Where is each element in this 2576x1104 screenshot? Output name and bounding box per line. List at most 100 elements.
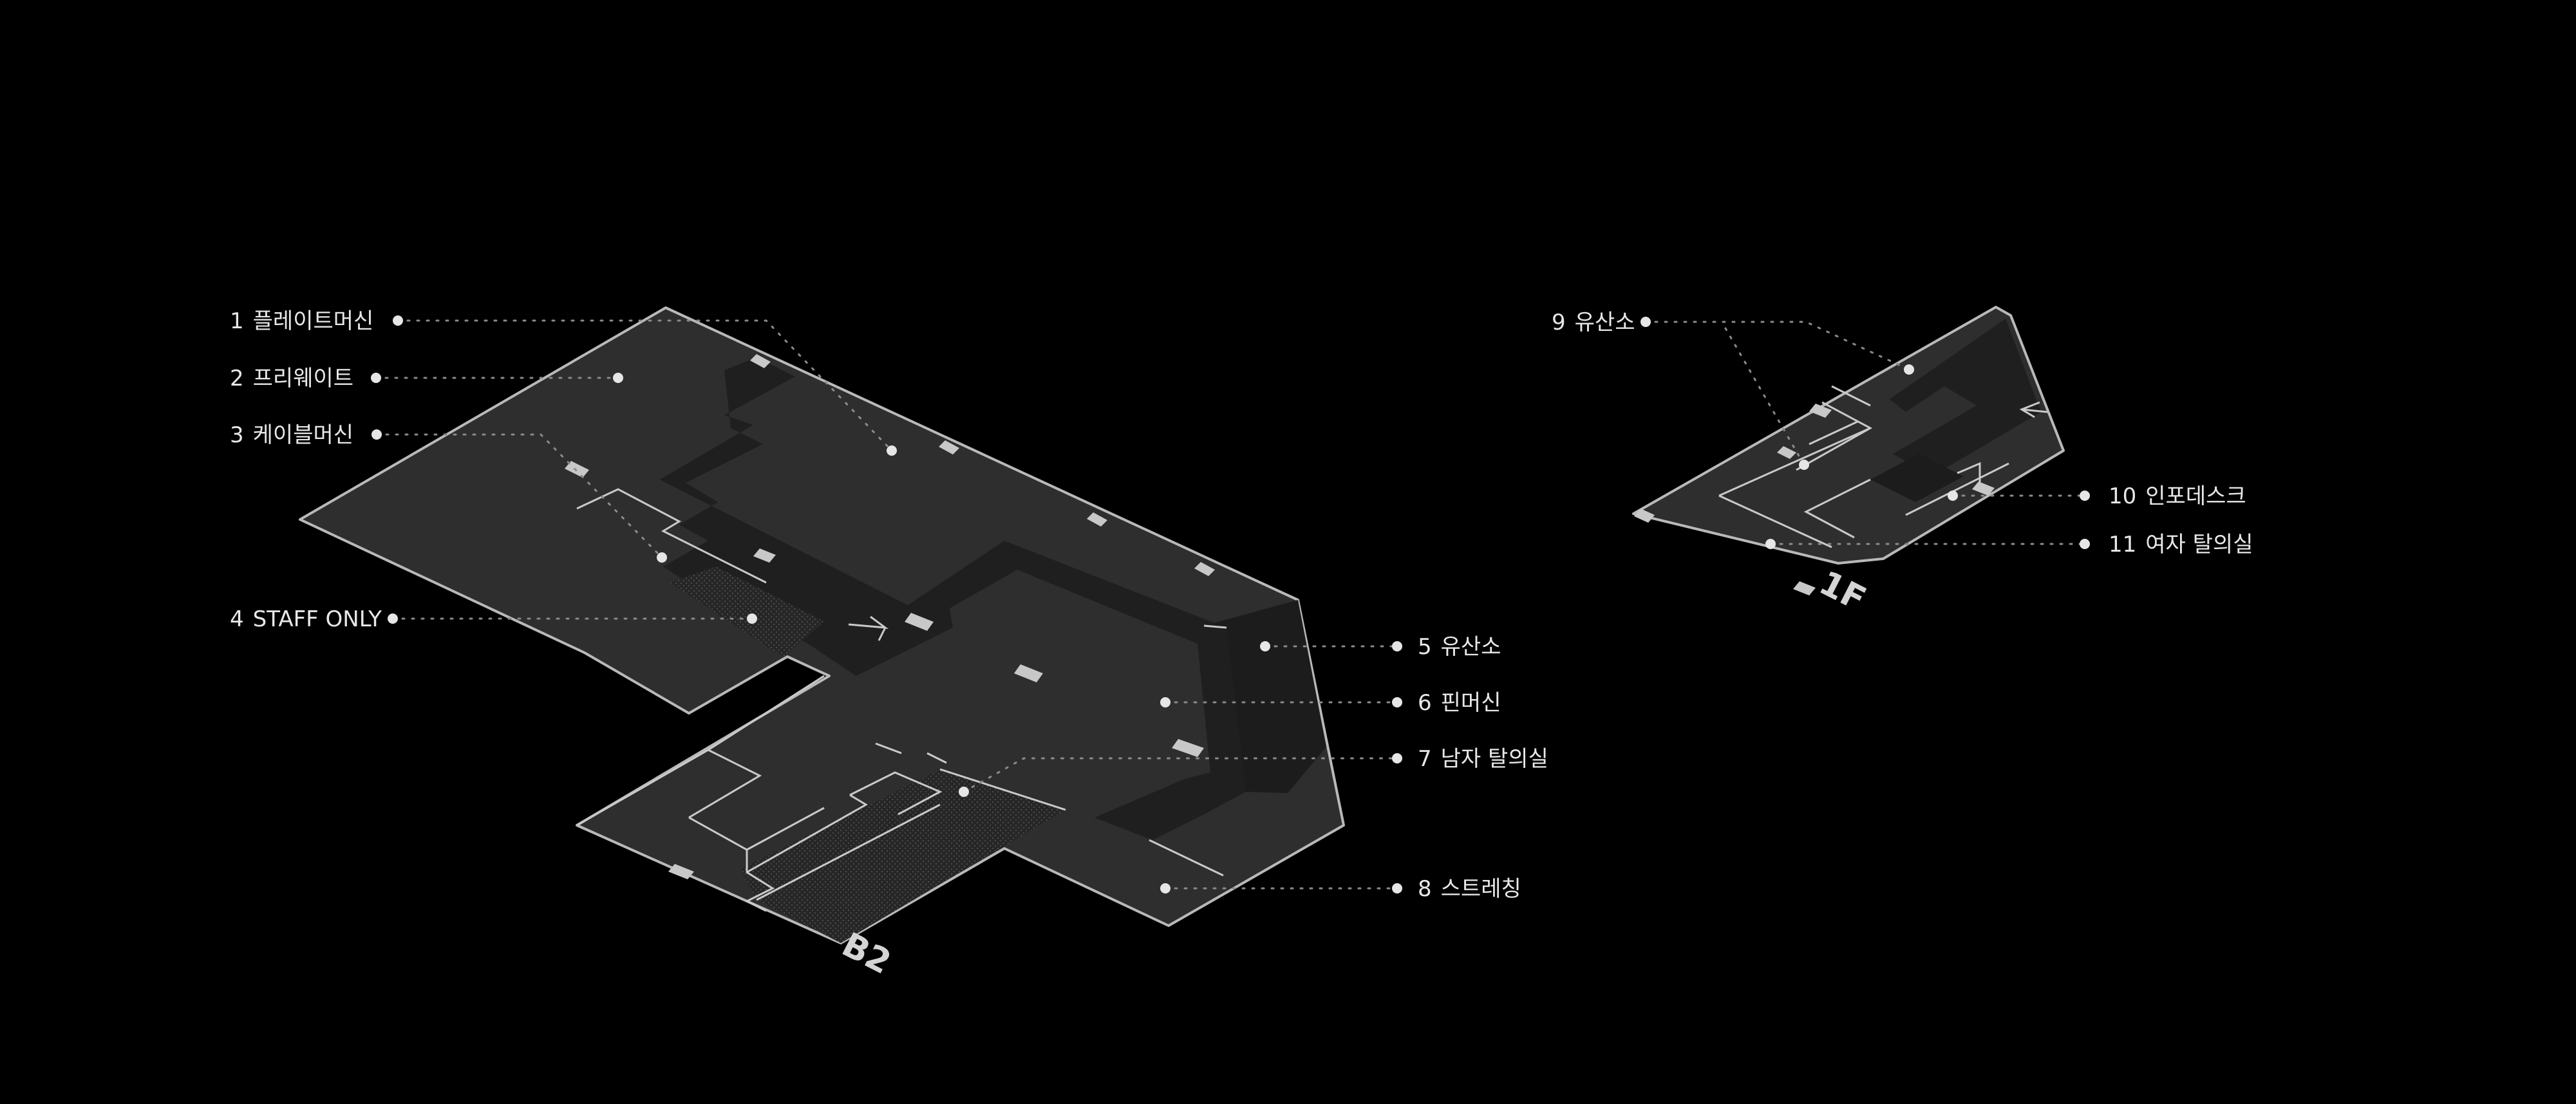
label-dot (388, 613, 398, 624)
point-number: 9 (1552, 310, 1566, 335)
b2-entrance-arrow (878, 627, 887, 641)
leader-line-1 (397, 319, 893, 452)
door (905, 613, 934, 631)
door (1634, 509, 1655, 523)
b2-wall (756, 803, 941, 901)
1f-corridor (1890, 319, 2041, 476)
map-point-2[interactable] (613, 373, 623, 383)
point-name: 스트레칭 (1441, 876, 1521, 902)
1f-info-desk-area (1870, 454, 1964, 502)
label-dot (2080, 539, 2090, 549)
door (565, 461, 589, 478)
door (1194, 562, 1215, 576)
point-name: 여자 탈의실 (2145, 532, 2253, 557)
point-name: 유산소 (1575, 310, 1635, 335)
point-label-9[interactable]: 9 유산소 (1552, 310, 1635, 335)
marker-dots (371, 315, 2090, 893)
map-point-11[interactable] (1765, 539, 1776, 549)
b2-wall (1149, 839, 1224, 877)
b2-wall (576, 488, 767, 584)
map-point-7[interactable] (959, 787, 969, 797)
map-point-8[interactable] (1160, 883, 1170, 893)
point-name: 케이블머신 (253, 422, 353, 448)
door (1972, 482, 1995, 496)
door (753, 548, 776, 563)
point-number: 1 (230, 308, 244, 334)
point-name: 핀머신 (1441, 690, 1501, 716)
leader-lines (375, 319, 2086, 890)
door (1087, 512, 1107, 527)
point-name: 프리웨이트 (253, 366, 353, 391)
label-dot (2080, 491, 2090, 501)
point-name: 인포데스크 (2145, 483, 2246, 509)
b2-wall (1203, 624, 1227, 629)
b2-wall (875, 742, 902, 754)
door (668, 864, 694, 879)
door (1014, 664, 1043, 682)
1f-wall (1718, 427, 1871, 497)
point-label-3[interactable]: 3 케이블머신 (230, 422, 353, 448)
b2-wall (849, 771, 943, 816)
b2-locker-area (740, 769, 1066, 943)
1f-entrance-arrow (2021, 408, 2048, 413)
label-dot (1392, 883, 1402, 893)
point-number: 8 (1418, 876, 1432, 902)
door (939, 440, 959, 454)
1f-wall (1718, 494, 1832, 548)
map-point-10[interactable] (1948, 491, 1958, 501)
label-dot (371, 373, 381, 383)
label-dot (1392, 753, 1402, 763)
point-number: 10 (2109, 483, 2136, 509)
leader-line-9b (1724, 327, 1805, 466)
map-point-9b[interactable] (1799, 460, 1809, 470)
b2-corridor (660, 357, 1246, 840)
1f-wall (1957, 462, 1981, 489)
label-dot (1641, 317, 1651, 327)
point-label-10[interactable]: 10 인포데스크 (2109, 483, 2246, 509)
1f-wall (1905, 462, 2009, 516)
door (1172, 739, 1204, 757)
door (1777, 446, 1796, 459)
label-dot (1392, 641, 1402, 651)
point-number: 3 (230, 422, 244, 448)
leader-line-3 (375, 433, 663, 559)
point-name: 유산소 (1441, 634, 1501, 660)
point-number: 4 (230, 606, 244, 632)
b2-wall (939, 768, 1066, 811)
map-point-1[interactable] (887, 445, 897, 456)
b2-wall (926, 752, 947, 764)
point-label-5[interactable]: 5 유산소 (1418, 634, 1501, 660)
label-dot (1392, 697, 1402, 707)
floor-b2: B2 (299, 306, 1345, 982)
door (750, 354, 771, 368)
1f-wall (1809, 420, 1858, 445)
map-point-4[interactable] (747, 613, 757, 624)
point-label-11[interactable]: 11 여자 탈의실 (2109, 532, 2253, 557)
b2-wall (746, 794, 868, 874)
point-number: 11 (2109, 532, 2136, 557)
point-name: 플레이트머신 (253, 308, 374, 334)
map-point-3[interactable] (657, 552, 667, 563)
leader-line-7 (963, 757, 1396, 793)
map-point-9a[interactable] (1904, 364, 1914, 375)
point-label-8[interactable]: 8 스트레칭 (1418, 876, 1521, 902)
b2-wall (744, 850, 775, 912)
floor-1f: 1F (1632, 306, 2065, 619)
point-name: 남자 탈의실 (1441, 746, 1548, 772)
floor-label-1f: 1F (1813, 564, 1872, 619)
b2-east-wing-floor (1204, 600, 1326, 793)
1f-wall (1831, 385, 1871, 407)
point-label-1[interactable]: 1 플레이트머신 (230, 308, 373, 334)
label-dot (393, 315, 403, 326)
map-point-6[interactable] (1160, 697, 1170, 707)
point-number: 7 (1418, 746, 1432, 772)
b2-wall (688, 749, 762, 819)
point-label-7[interactable]: 7 남자 탈의실 (1418, 746, 1548, 772)
map-point-5[interactable] (1260, 641, 1270, 651)
point-number: 5 (1418, 634, 1432, 660)
